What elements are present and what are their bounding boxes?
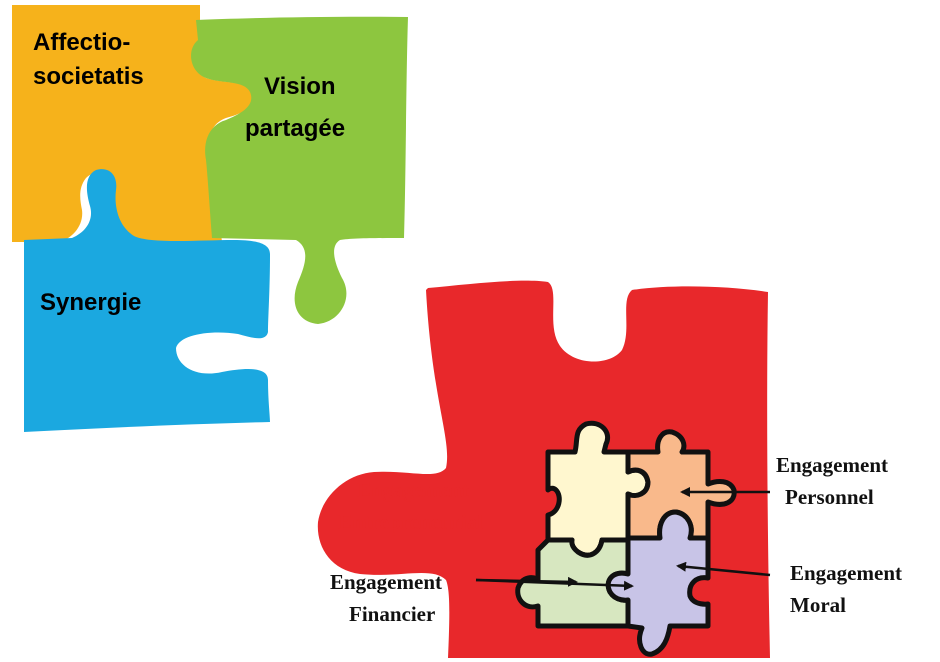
- synergie-label: Synergie: [40, 289, 141, 316]
- vision-line2: partagée: [245, 115, 345, 142]
- arrow-moral: [676, 561, 771, 577]
- small-puzzle-cluster: [515, 420, 737, 657]
- moral-line1: Engagement: [790, 561, 902, 585]
- entrepreneurial-line1: Engagement: [357, 478, 469, 502]
- callout-arrows: [475, 487, 771, 591]
- affectio-line1: Affectio-: [33, 29, 130, 56]
- arrow-financier-2: [475, 578, 634, 591]
- entrepreneurial-line2: Entrepreneurial: [338, 510, 483, 534]
- financier-line1: Engagement: [330, 570, 442, 594]
- personnel-line2: Personnel: [785, 485, 874, 509]
- synergie-piece: [24, 169, 270, 432]
- lavender-small-piece: [605, 509, 711, 657]
- vision-line1: Vision: [264, 73, 336, 100]
- moral-line2: Moral: [790, 593, 846, 617]
- personnel-line1: Engagement: [776, 453, 888, 477]
- vision-partagee-piece: [191, 16, 408, 325]
- financier-line2: Financier: [349, 602, 435, 626]
- affectio-line2: societatis: [33, 63, 144, 90]
